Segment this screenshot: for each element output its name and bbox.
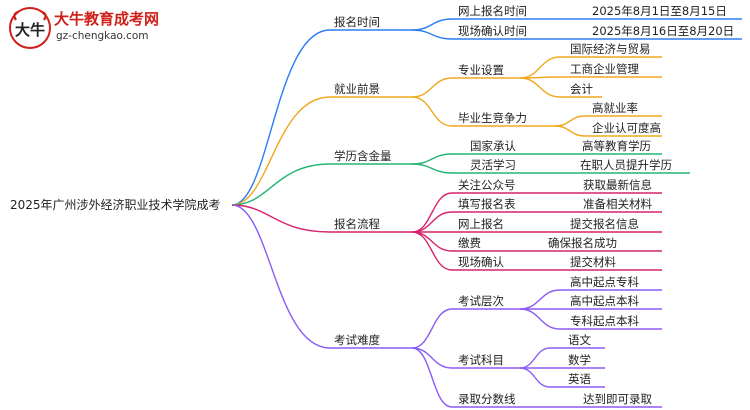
node-working-upgrade[interactable]: 在职人员提升学历 xyxy=(580,158,672,172)
node-subject-math[interactable]: 数学 xyxy=(568,353,591,367)
connector-root-employment xyxy=(231,96,412,206)
branch-employment[interactable]: 就业前景 xyxy=(334,82,380,96)
connector-root-difficulty xyxy=(231,204,412,349)
node-onsite-confirm[interactable]: 现场确认 xyxy=(458,255,504,269)
branch-diploma[interactable]: 学历含金量 xyxy=(334,149,392,163)
site-logo[interactable]: 大牛 大牛教育成考网 gz-chengkao.com xyxy=(8,6,208,50)
node-pass-to-admit[interactable]: 达到即可录取 xyxy=(583,392,652,406)
node-graduate-competitiveness[interactable]: 毕业生竞争力 xyxy=(458,111,527,125)
node-follow-account[interactable]: 关注公众号 xyxy=(458,178,516,192)
node-level-hs-bachelor[interactable]: 高中起点本科 xyxy=(570,294,639,308)
node-high-employment-rate[interactable]: 高就业率 xyxy=(592,101,638,115)
node-major-international-trade[interactable]: 国际经济与贸易 xyxy=(570,42,651,56)
logo-title: 大牛教育成考网 xyxy=(54,10,160,28)
ox-logo-icon: 大牛 xyxy=(9,7,51,49)
node-majors[interactable]: 专业设置 xyxy=(458,63,504,77)
node-major-business-management[interactable]: 工商企业管理 xyxy=(570,62,639,76)
node-fill-form[interactable]: 填写报名表 xyxy=(458,197,516,211)
node-flexible-study[interactable]: 灵活学习 xyxy=(470,158,516,172)
node-online-registration[interactable]: 网上报名时间 xyxy=(458,4,527,18)
branch-registration-time[interactable]: 报名时间 xyxy=(334,15,380,29)
node-online-apply[interactable]: 网上报名 xyxy=(458,217,504,231)
node-onsite-confirmation-date[interactable]: 2025年8月16日至8月20日 xyxy=(592,24,735,38)
node-higher-education-diploma[interactable]: 高等教育学历 xyxy=(582,139,651,153)
node-high-employer-recognition[interactable]: 企业认可度高 xyxy=(592,121,661,135)
connector-root-registration xyxy=(231,29,412,206)
node-get-latest-info[interactable]: 获取最新信息 xyxy=(583,178,652,192)
logo-url: gz-chengkao.com xyxy=(56,30,149,42)
node-onsite-confirmation[interactable]: 现场确认时间 xyxy=(458,24,527,38)
node-online-registration-date[interactable]: 2025年8月1日至8月15日 xyxy=(592,4,727,18)
node-prepare-materials[interactable]: 准备相关材料 xyxy=(583,197,652,211)
node-admission-score[interactable]: 录取分数线 xyxy=(458,392,516,406)
node-ensure-success[interactable]: 确保报名成功 xyxy=(548,236,617,250)
node-exam-subjects[interactable]: 考试科目 xyxy=(458,353,504,367)
branch-process[interactable]: 报名流程 xyxy=(334,217,380,231)
node-subject-chinese[interactable]: 语文 xyxy=(568,333,591,347)
node-level-hs-associate[interactable]: 高中起点专科 xyxy=(570,275,639,289)
root-topic[interactable]: 2025年广州涉外经济职业技术学院成考 xyxy=(10,198,221,212)
connector-root-process xyxy=(231,204,412,233)
node-subject-english[interactable]: 英语 xyxy=(568,372,591,386)
node-level-associate-bachelor[interactable]: 专科起点本科 xyxy=(570,314,639,328)
connector-root-diploma xyxy=(231,163,412,206)
branch-difficulty[interactable]: 考试难度 xyxy=(334,333,380,347)
node-exam-levels[interactable]: 考试层次 xyxy=(458,294,504,308)
node-submit-materials[interactable]: 提交材料 xyxy=(570,255,616,269)
node-major-accounting[interactable]: 会计 xyxy=(570,82,593,96)
node-submit-info[interactable]: 提交报名信息 xyxy=(570,217,639,231)
node-state-recognized[interactable]: 国家承认 xyxy=(470,139,516,153)
logo-mark-text: 大牛 xyxy=(15,21,45,39)
node-payment[interactable]: 缴费 xyxy=(458,236,481,250)
